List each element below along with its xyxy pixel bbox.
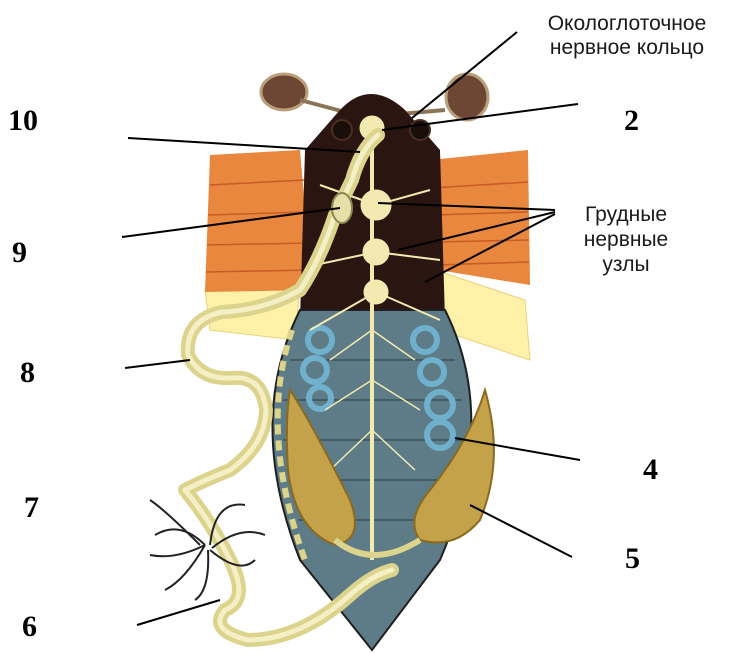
label-4: 4 — [643, 455, 658, 485]
label-9: 9 — [12, 238, 27, 268]
right-eye — [410, 120, 430, 140]
caption-line: Окологлоточное — [522, 12, 732, 36]
left-eye — [332, 120, 352, 140]
label-8: 8 — [20, 358, 35, 388]
right-antenna-club — [446, 74, 488, 120]
caption-line: Грудные — [566, 202, 686, 227]
label-7: 7 — [24, 493, 39, 523]
caption-line: нервное кольцо — [522, 36, 732, 60]
caption-thoracic-ganglia: Грудные нервные узлы — [566, 202, 686, 278]
caption-line: нервные — [566, 227, 686, 252]
label-6: 6 — [22, 612, 37, 642]
caption-line: узлы — [566, 252, 686, 277]
caption-pharyngeal-ring: Окологлоточное нервное кольцо — [522, 12, 732, 59]
left-antenna-club — [261, 74, 307, 110]
label-10: 10 — [8, 106, 38, 136]
label-2: 2 — [624, 106, 639, 136]
label-5: 5 — [625, 544, 640, 574]
